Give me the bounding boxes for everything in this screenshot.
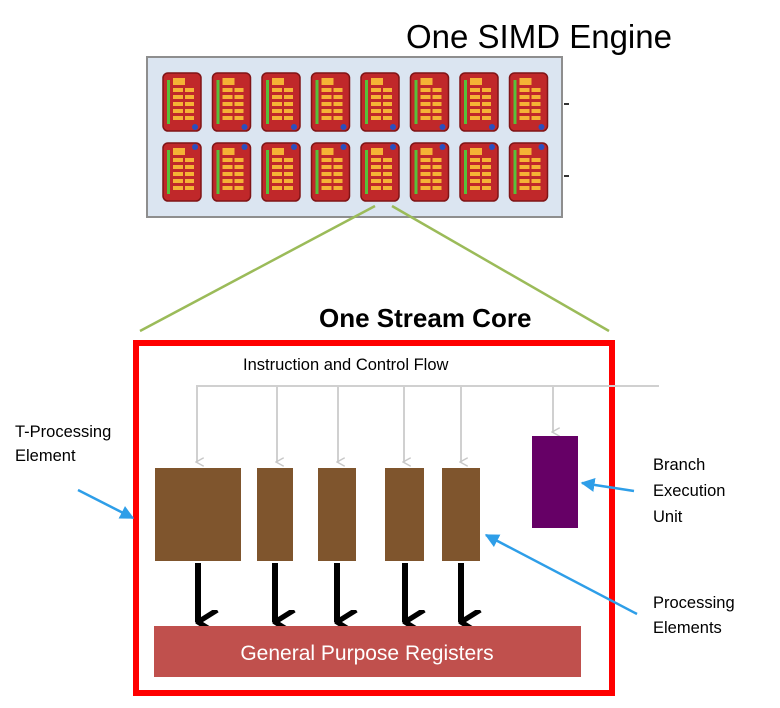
mini-stream-core — [162, 72, 202, 132]
processing-elements-label: Processing Elements — [653, 594, 739, 637]
t-processing-element — [155, 468, 241, 561]
mini-stream-core — [508, 142, 549, 202]
mini-stream-core — [360, 142, 400, 202]
t-processing-element-label: T-Processing Element — [15, 423, 116, 465]
processing-elements-callout-arrow — [484, 533, 638, 616]
branch-execution-unit — [532, 436, 578, 528]
processing-element — [385, 468, 424, 561]
processing-element — [442, 468, 480, 561]
register-arrows — [195, 563, 461, 622]
mini-stream-core — [211, 142, 252, 202]
control-flow-lines — [196, 385, 659, 462]
mini-stream-core — [162, 142, 202, 202]
mini-stream-core — [261, 142, 301, 202]
stream-core-grid — [162, 72, 549, 202]
processing-element — [257, 468, 293, 561]
stream-core-title: One Stream Core — [319, 303, 531, 333]
t-processing-callout-arrow — [77, 488, 135, 520]
processing-element — [318, 468, 356, 561]
mini-stream-core — [310, 142, 351, 202]
mini-stream-core — [409, 72, 450, 132]
general-purpose-registers-block — [154, 626, 581, 677]
mini-stream-core — [459, 72, 499, 132]
mini-stream-core — [459, 142, 499, 202]
processing-elements — [155, 468, 480, 561]
mini-stream-core — [360, 72, 400, 132]
mini-stream-core — [211, 72, 252, 132]
mini-stream-core — [310, 72, 351, 132]
mini-stream-core — [261, 72, 301, 132]
zoom-line-left — [139, 204, 376, 333]
control-flow-label: Instruction and Control Flow — [243, 356, 449, 374]
mini-stream-core — [409, 142, 450, 202]
simd-engine-title: One SIMD Engine — [406, 18, 672, 55]
mini-stream-core — [508, 72, 549, 132]
stream-core-frame — [133, 340, 615, 696]
zoom-line-right — [391, 204, 610, 333]
general-purpose-registers-label: General Purpose Registers — [240, 642, 493, 665]
simd-engine-panel — [146, 56, 569, 218]
branch-execution-unit-label: Branch Execution Unit — [653, 456, 730, 526]
branch-callout-arrow — [580, 477, 635, 493]
